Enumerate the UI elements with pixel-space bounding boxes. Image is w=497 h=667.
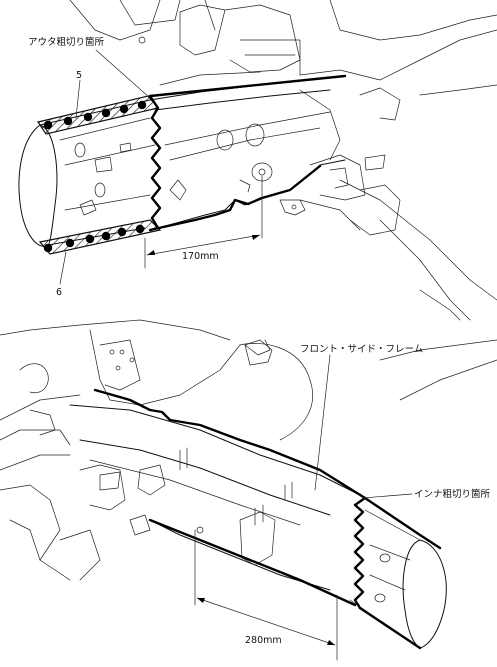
top-background-structure [69,0,497,321]
label-front-side-frame: フロント・サイド・フレーム [300,344,423,355]
label-inner-cut: インナ粗切り箇所 [414,488,491,500]
leader-outer-cut [95,49,151,99]
label-dimension-280: 280mm [245,635,282,646]
label-outer-cut: アウタ粗切り箇所 [28,36,105,48]
outer-panel-outline [148,74,347,232]
outer-spot-weld-strip-lower [38,219,162,255]
leader-inner-cut [362,493,413,499]
inner-panel-outline [93,388,442,650]
bottom-frame-end-section [349,509,447,649]
leader-part-6 [59,251,67,285]
top-frame-body [149,75,366,231]
top-figure [18,0,497,321]
leader-front-side-frame [314,354,331,491]
dimension-280 [194,529,338,661]
bottom-figure [0,319,497,661]
label-part-5: 5 [76,70,82,81]
label-dimension-170: 170mm [182,251,219,262]
label-part-6: 6 [56,287,62,298]
bottom-frame-body [69,339,361,591]
dimension-170 [144,175,263,269]
leader-part-5 [75,79,81,119]
outer-spot-weld-strip-upper [37,95,160,135]
